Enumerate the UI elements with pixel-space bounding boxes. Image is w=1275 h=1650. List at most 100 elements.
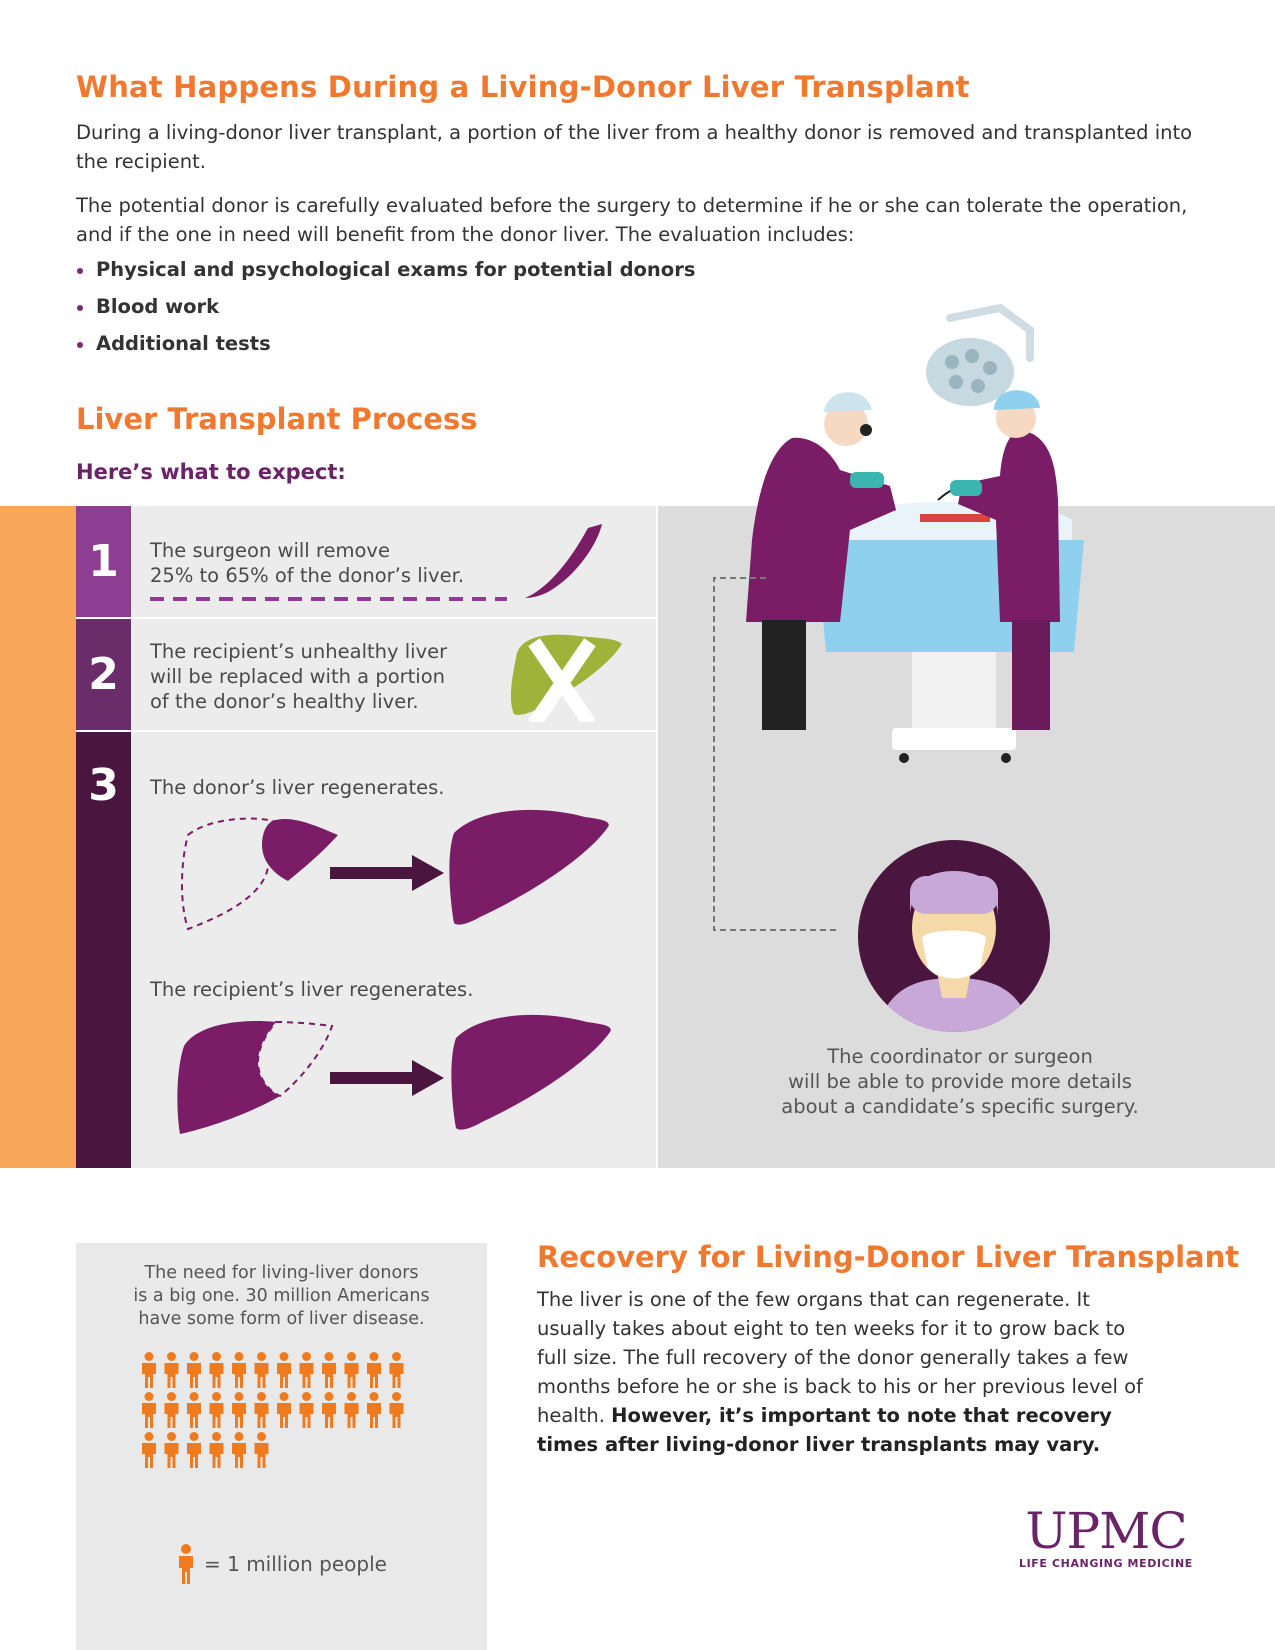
person-icon: [232, 1352, 246, 1388]
person-icon: [187, 1352, 201, 1388]
surgeon-left-glove: [850, 472, 884, 488]
incision-site: [920, 514, 990, 522]
coordinator-note-line: about a candidate’s specific surgery.: [781, 1095, 1139, 1118]
step-number-2: 2: [76, 619, 131, 730]
lamp-arm: [946, 303, 1034, 362]
person-icon: [344, 1392, 359, 1428]
coordinator-note: The coordinator or surgeon will be able …: [720, 1044, 1200, 1119]
person-icon: [389, 1352, 404, 1388]
list-item-text: Additional tests: [96, 332, 271, 355]
list-item-text: Blood work: [96, 295, 220, 318]
legend-text: = 1 million people: [204, 1552, 387, 1576]
donor-need-text: The need for living-liver donors is a bi…: [76, 1262, 487, 1331]
surgeon-right-glove: [950, 480, 982, 496]
person-icon: [142, 1392, 156, 1428]
arrow-right-icon: [330, 1060, 444, 1096]
recipient-liver-regeneration-graphic: [177, 1014, 611, 1134]
recovery-emphasis: However, it’s important to note that rec…: [537, 1404, 1112, 1456]
logo-tagline: LIFE CHANGING MEDICINE: [1019, 1557, 1193, 1570]
person-icon: [142, 1432, 156, 1468]
evaluation-list: Physical and psychological exams for pot…: [76, 258, 695, 369]
step-2-line: will be replaced with a portion: [150, 665, 445, 688]
person-icon: [277, 1392, 291, 1428]
person-icon: [164, 1392, 179, 1428]
person-icon: [164, 1432, 179, 1468]
list-item: Physical and psychological exams for pot…: [76, 258, 695, 295]
recovery-paragraph: The liver is one of the few organs that …: [537, 1285, 1157, 1459]
bullet-dot: [77, 305, 83, 311]
coordinator-note-line: The coordinator or surgeon: [827, 1045, 1093, 1068]
partial-liver-icon: [262, 818, 338, 881]
surgical-lamp-icon: [926, 338, 1014, 406]
donor-need-line: The need for living-liver donors: [144, 1263, 419, 1283]
coordinator-avatar: [858, 840, 1050, 1032]
process-title: Liver Transplant Process: [76, 402, 478, 436]
step-1-line: 25% to 65% of the donor’s liver.: [150, 564, 465, 587]
surgeon-left-cap: [824, 392, 872, 412]
step-1-line: The surgeon will remove: [150, 539, 390, 562]
lamp-lights: [945, 349, 997, 393]
person-icon: [232, 1392, 246, 1428]
people-pictogram-grid: [142, 1352, 404, 1468]
person-icon: [187, 1392, 201, 1428]
process-subtitle: Here’s what to expect:: [76, 460, 346, 484]
person-icon: [254, 1352, 269, 1388]
donor-need-line: have some form of liver disease.: [138, 1309, 425, 1329]
person-icon: [344, 1352, 359, 1388]
person-icon: [209, 1392, 224, 1428]
wheel-icon: [899, 753, 909, 763]
surgeon-left-legs: [762, 620, 806, 730]
headlamp-icon: [860, 424, 872, 436]
table-base: [892, 728, 1016, 750]
evaluation-paragraph: The potential donor is carefully evaluat…: [76, 194, 1188, 246]
person-icon: [142, 1352, 156, 1388]
intro-paragraph: During a living-donor liver transplant, …: [76, 121, 1193, 173]
donor-need-line: is a big one. 30 million Americans: [133, 1286, 430, 1306]
person-icon: [254, 1392, 269, 1428]
person-icon: [179, 1544, 193, 1584]
step-divider: [131, 730, 656, 732]
step-number-1: 1: [76, 506, 131, 617]
person-icon: [277, 1352, 291, 1388]
full-liver-icon: [451, 1014, 611, 1130]
scalpel-cut-graphic: [150, 524, 602, 601]
surgeon-right-legs: [1012, 620, 1050, 730]
step-3-donor-text: The donor’s liver regenerates.: [150, 776, 445, 799]
connector-line: [713, 577, 836, 931]
person-icon: [232, 1432, 246, 1468]
wheel-icon: [1001, 753, 1011, 763]
bullet-dot: [77, 268, 83, 274]
person-icon: [187, 1432, 201, 1468]
upmc-logo: UPMC LIFE CHANGING MEDICINE: [1019, 1505, 1193, 1570]
scalpel-icon: [525, 524, 602, 598]
person-icon: [164, 1352, 179, 1388]
unhealthy-liver-icon: [510, 634, 622, 722]
person-icon: [209, 1352, 224, 1388]
legend: = 1 million people: [176, 1544, 387, 1584]
step-1-text: The surgeon will remove 25% to 65% of th…: [150, 538, 464, 588]
donated-portion-outline: [256, 1020, 334, 1098]
page-title: What Happens During a Living-Donor Liver…: [76, 70, 970, 104]
person-icon: [322, 1392, 336, 1428]
person-icon: [367, 1352, 381, 1388]
coordinator-note-line: will be able to provide more details: [788, 1070, 1132, 1093]
surgeon-left-head: [824, 402, 868, 446]
step-2-text: The recipient’s unhealthy liver will be …: [150, 639, 447, 714]
logo-wordmark: UPMC: [1025, 1502, 1187, 1560]
person-icon: [209, 1432, 224, 1468]
list-item: Additional tests: [76, 332, 695, 369]
person-icon: [367, 1392, 381, 1428]
step-number-3: 3: [76, 732, 131, 1168]
step-2-line: The recipient’s unhealthy liver: [150, 640, 448, 663]
full-liver-icon: [449, 809, 609, 925]
person-icon: [299, 1352, 314, 1388]
person-icon: [322, 1352, 336, 1388]
surgeon-right-gown: [958, 430, 1060, 622]
person-icon: [299, 1392, 314, 1428]
step-2-line: of the donor’s healthy liver.: [150, 690, 419, 713]
donor-liver-regeneration-graphic: [181, 809, 609, 931]
x-mark-icon: [528, 638, 596, 722]
face-mask-icon: [922, 930, 986, 979]
surgeon-right-cap: [994, 390, 1040, 410]
coordinator-scrubs: [876, 978, 1032, 1032]
